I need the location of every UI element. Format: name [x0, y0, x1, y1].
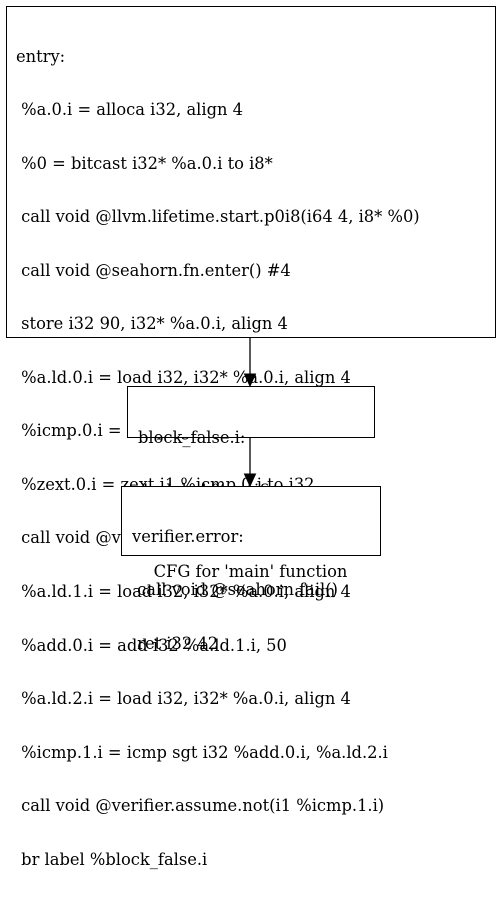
code-line: call void @seahorn.fn.enter() #4 [16, 260, 291, 280]
arrowhead-icon [243, 473, 257, 488]
code-line: verifier.error: [132, 526, 244, 546]
arrowhead-icon [243, 373, 257, 388]
code-line: store i32 90, i32* %a.0.i, align 4 [16, 314, 288, 334]
code-line: %a.ld.2.i = load i32, i32* %a.0.i, align… [16, 689, 351, 709]
cfg-edges [243, 338, 257, 488]
code-line: %0 = bitcast i32* %a.0.i to i8* [16, 153, 273, 173]
edge-block-false-to-verifier-error [243, 438, 257, 488]
code-line: entry: [16, 46, 66, 66]
graph-caption: CFG for 'main' function [153, 562, 348, 581]
code-line: call void @llvm.lifetime.start.p0i8(i64 … [16, 207, 420, 227]
code-line: call void @verifier.assume.not(i1 %icmp.… [16, 796, 385, 816]
code-line: %icmp.1.i = icmp sgt i32 %add.0.i, %a.ld… [16, 742, 388, 762]
code-line: ret i32 42 [132, 633, 219, 653]
code-line: %a.0.i = alloca i32, align 4 [16, 100, 244, 120]
code-line: block_false.i: [138, 427, 246, 447]
edge-entry-to-block-false [243, 338, 257, 388]
code-line: %a.ld.0.i = load i32, i32* %a.0.i, align… [16, 367, 351, 387]
code-line: br label %block_false.i [16, 849, 208, 869]
